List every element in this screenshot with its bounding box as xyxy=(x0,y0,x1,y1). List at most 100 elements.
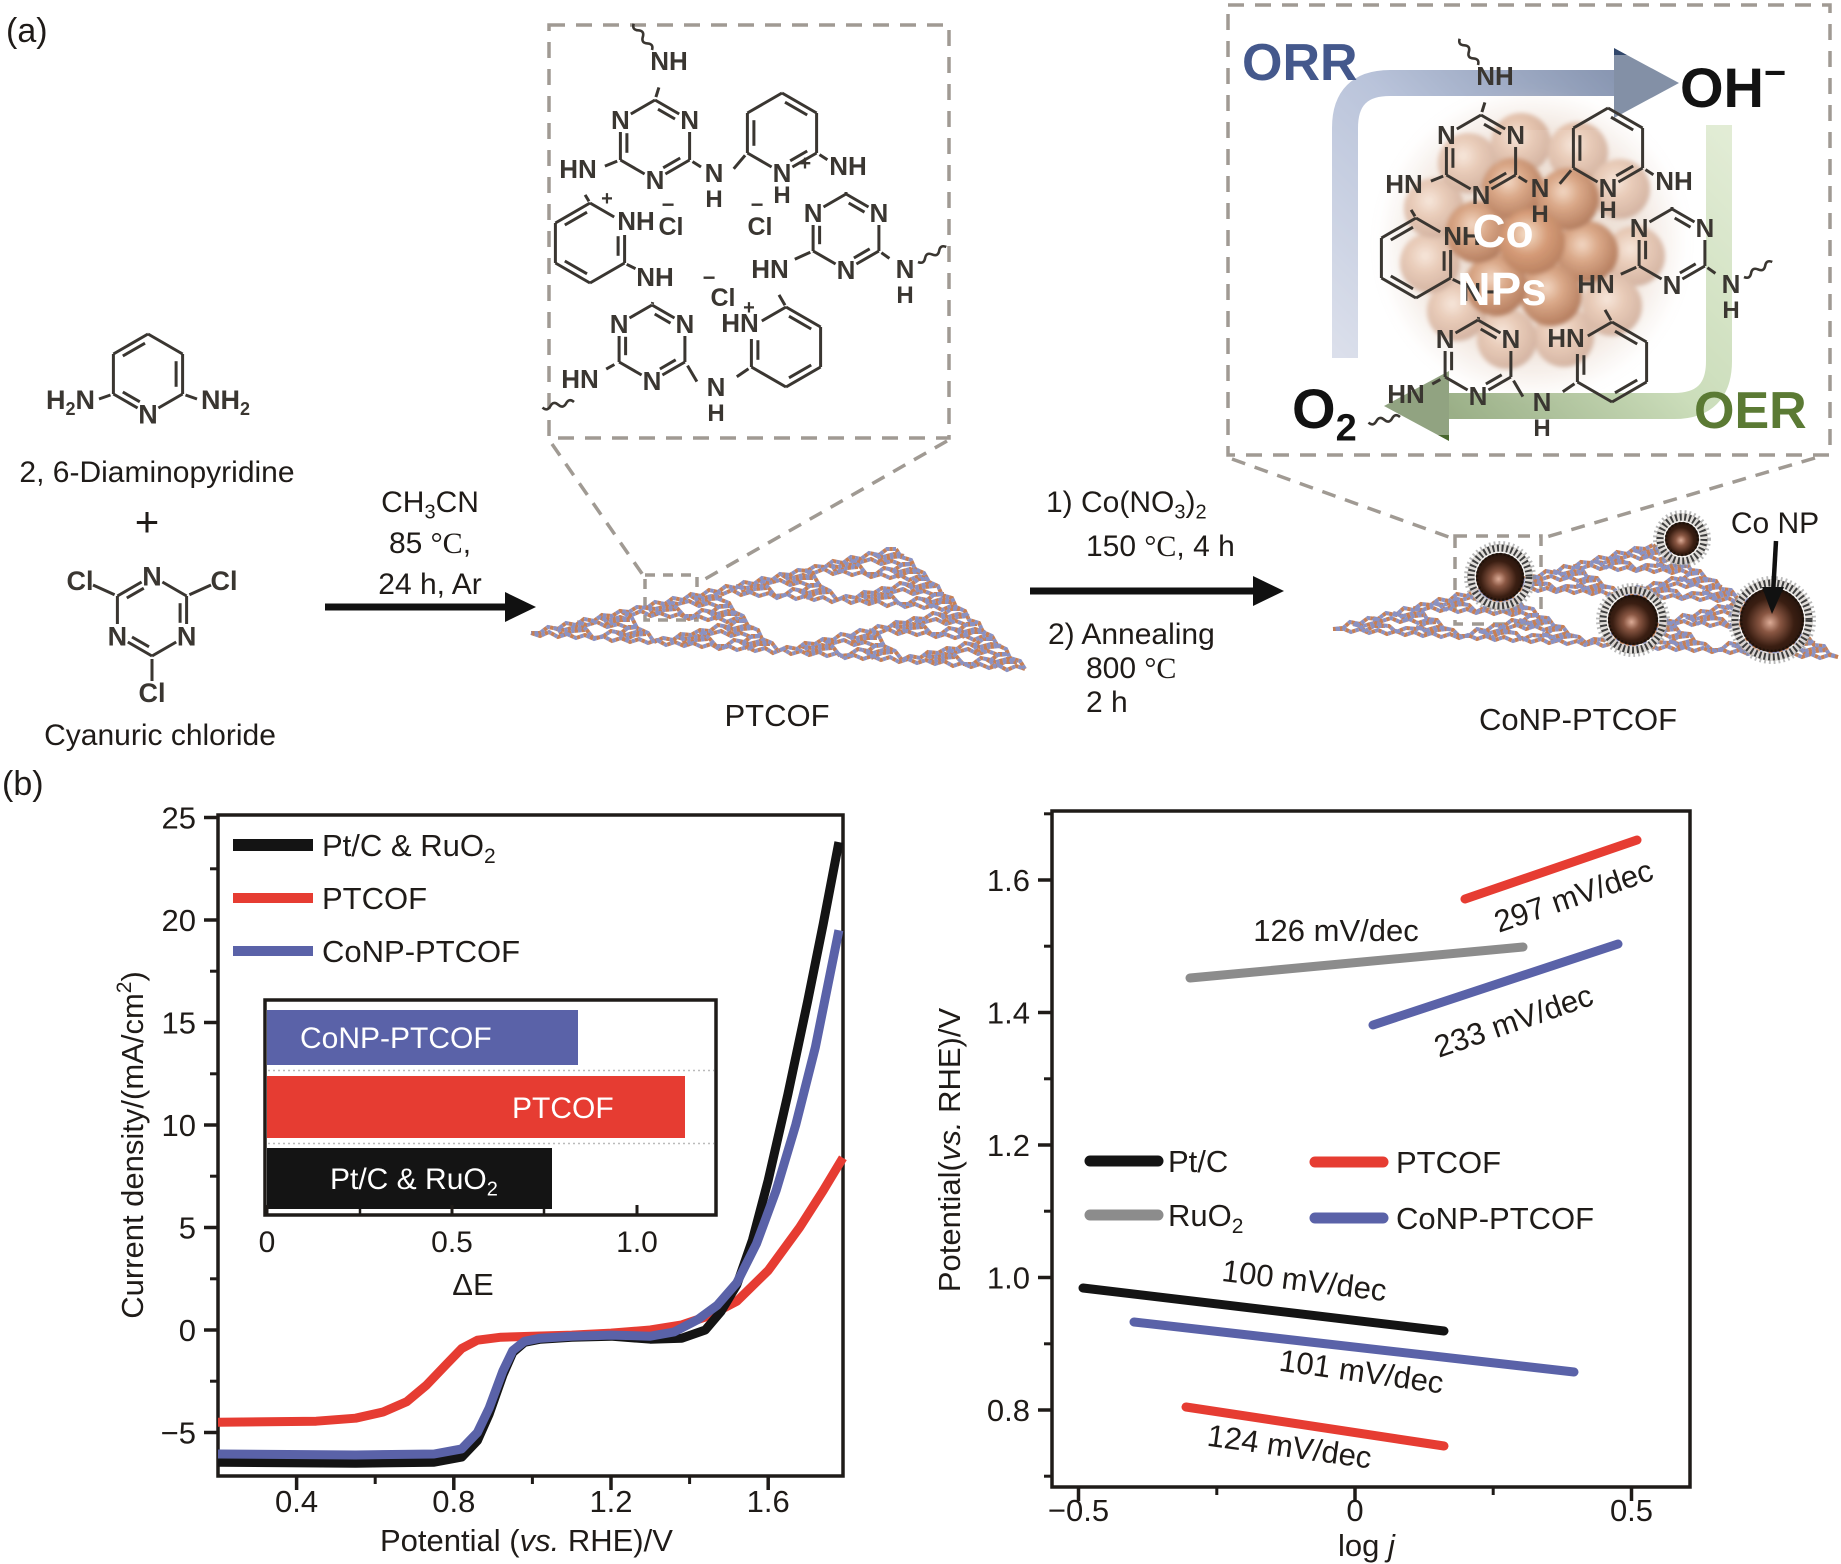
svg-text:(b): (b) xyxy=(2,765,44,803)
svg-text:Cl: Cl xyxy=(711,284,736,312)
svg-text:HN: HN xyxy=(561,364,599,394)
svg-text:N: N xyxy=(1469,381,1488,411)
svg-text:25: 25 xyxy=(162,801,196,836)
svg-text:HN: HN xyxy=(1547,323,1585,353)
svg-text:CH3CN: CH3CN xyxy=(381,486,479,524)
svg-text:1.2: 1.2 xyxy=(589,1484,632,1519)
svg-text:N: N xyxy=(1437,120,1456,150)
svg-text:Cl: Cl xyxy=(659,213,684,241)
svg-text:+: + xyxy=(135,498,160,545)
svg-text:N: N xyxy=(804,198,823,228)
svg-text:−5: −5 xyxy=(161,1416,196,1451)
svg-text:N: N xyxy=(1599,173,1618,203)
svg-text:Pt/C & RuO2: Pt/C & RuO2 xyxy=(322,828,496,868)
svg-text:N: N xyxy=(1630,213,1649,243)
svg-text:N: N xyxy=(1472,180,1491,210)
svg-text:−0.5: −0.5 xyxy=(1048,1493,1109,1528)
svg-text:1.0: 1.0 xyxy=(616,1226,658,1259)
svg-text:2, 6-Diaminopyridine: 2, 6-Diaminopyridine xyxy=(19,456,294,489)
svg-text:HN: HN xyxy=(1577,269,1615,299)
svg-text:NH: NH xyxy=(1655,166,1693,196)
svg-text:HN: HN xyxy=(751,254,789,284)
svg-text:N: N xyxy=(643,366,662,396)
svg-text:20: 20 xyxy=(162,903,196,938)
svg-text:CoNP-PTCOF: CoNP-PTCOF xyxy=(300,1022,492,1055)
svg-text:(a): (a) xyxy=(6,12,48,50)
svg-text:0.8: 0.8 xyxy=(432,1484,475,1519)
svg-text:O2: O2 xyxy=(1292,377,1357,449)
svg-text:N: N xyxy=(1533,387,1552,417)
svg-text:N: N xyxy=(676,309,695,339)
svg-text:N: N xyxy=(896,254,915,284)
svg-text:N: N xyxy=(1696,213,1715,243)
svg-text:H: H xyxy=(1533,415,1550,442)
svg-text:N: N xyxy=(1531,173,1550,203)
svg-text:CoNP-PTCOF: CoNP-PTCOF xyxy=(1396,1201,1594,1236)
svg-text:+: + xyxy=(743,297,755,319)
svg-text:0.5: 0.5 xyxy=(1610,1493,1653,1528)
svg-text:N: N xyxy=(142,562,162,592)
svg-text:5: 5 xyxy=(179,1211,196,1246)
svg-text:N: N xyxy=(1502,324,1521,354)
svg-text:N: N xyxy=(177,622,197,652)
svg-text:HN: HN xyxy=(1385,169,1423,199)
svg-text:N: N xyxy=(1506,120,1525,150)
svg-text:15: 15 xyxy=(162,1006,196,1041)
svg-text:1.6: 1.6 xyxy=(747,1484,790,1519)
svg-text:Co: Co xyxy=(1472,205,1533,257)
svg-text:OER: OER xyxy=(1694,382,1807,440)
svg-text:10: 10 xyxy=(162,1108,196,1143)
svg-text:Co NP: Co NP xyxy=(1731,507,1819,540)
svg-text:NH2: NH2 xyxy=(201,385,250,419)
svg-text:Cl: Cl xyxy=(748,213,773,241)
svg-text:NH: NH xyxy=(617,206,655,236)
svg-text:ORR: ORR xyxy=(1242,34,1358,92)
svg-text:H: H xyxy=(1531,201,1548,228)
svg-text:126 mV/dec: 126 mV/dec xyxy=(1253,913,1418,948)
svg-text:OH−: OH− xyxy=(1680,53,1786,119)
svg-text:H2N: H2N xyxy=(46,385,95,419)
svg-text:PTCOF: PTCOF xyxy=(1396,1145,1501,1180)
svg-text:0: 0 xyxy=(1346,1493,1363,1528)
svg-text:N: N xyxy=(138,399,158,429)
svg-text:PTCOF: PTCOF xyxy=(724,698,829,733)
svg-text:Current density/(mA/cm2): Current density/(mA/cm2) xyxy=(113,971,150,1319)
svg-text:PTCOF: PTCOF xyxy=(322,881,427,916)
svg-text:0.8: 0.8 xyxy=(987,1393,1030,1428)
svg-text:PTCOF: PTCOF xyxy=(512,1092,614,1125)
svg-text:+: + xyxy=(799,152,811,175)
svg-text:N: N xyxy=(611,105,630,135)
svg-text:NH: NH xyxy=(1476,61,1514,91)
svg-text:0.5: 0.5 xyxy=(431,1226,473,1259)
svg-text:Cyanuric chloride: Cyanuric chloride xyxy=(44,719,276,752)
svg-text:H: H xyxy=(1722,297,1739,324)
svg-text:0.4: 0.4 xyxy=(275,1484,318,1519)
svg-text:Pt/C & RuO2: Pt/C & RuO2 xyxy=(330,1163,498,1201)
svg-text:N: N xyxy=(773,158,792,188)
svg-text:CoNP-PTCOF: CoNP-PTCOF xyxy=(322,934,520,969)
svg-text:Potential(vs. RHE)/V: Potential(vs. RHE)/V xyxy=(932,1008,967,1293)
svg-text:RuO2: RuO2 xyxy=(1168,1198,1243,1238)
svg-text:−: − xyxy=(751,192,764,217)
svg-text:NH: NH xyxy=(650,46,688,76)
svg-text:H: H xyxy=(896,282,913,309)
svg-text:1.0: 1.0 xyxy=(987,1261,1030,1296)
svg-text:800 °C: 800 °C xyxy=(1086,652,1176,685)
svg-text:N: N xyxy=(1722,269,1741,299)
svg-text:N: N xyxy=(837,255,856,285)
svg-text:NH: NH xyxy=(829,151,867,181)
svg-text:2) Annealing: 2) Annealing xyxy=(1048,618,1215,651)
svg-text:N: N xyxy=(1663,270,1682,300)
svg-text:N: N xyxy=(610,309,629,339)
svg-text:N: N xyxy=(870,198,889,228)
svg-text:2 h: 2 h xyxy=(1086,686,1128,719)
svg-text:NH: NH xyxy=(1462,277,1500,307)
svg-text:HN: HN xyxy=(1387,379,1425,409)
svg-text:0: 0 xyxy=(259,1226,276,1259)
svg-text:Potential (vs. RHE)/V: Potential (vs. RHE)/V xyxy=(380,1523,673,1558)
svg-text:−: − xyxy=(662,192,675,217)
svg-text:CoNP-PTCOF: CoNP-PTCOF xyxy=(1479,702,1677,737)
svg-text:H: H xyxy=(705,186,722,213)
svg-text:0: 0 xyxy=(179,1313,196,1348)
svg-text:H: H xyxy=(773,182,790,209)
